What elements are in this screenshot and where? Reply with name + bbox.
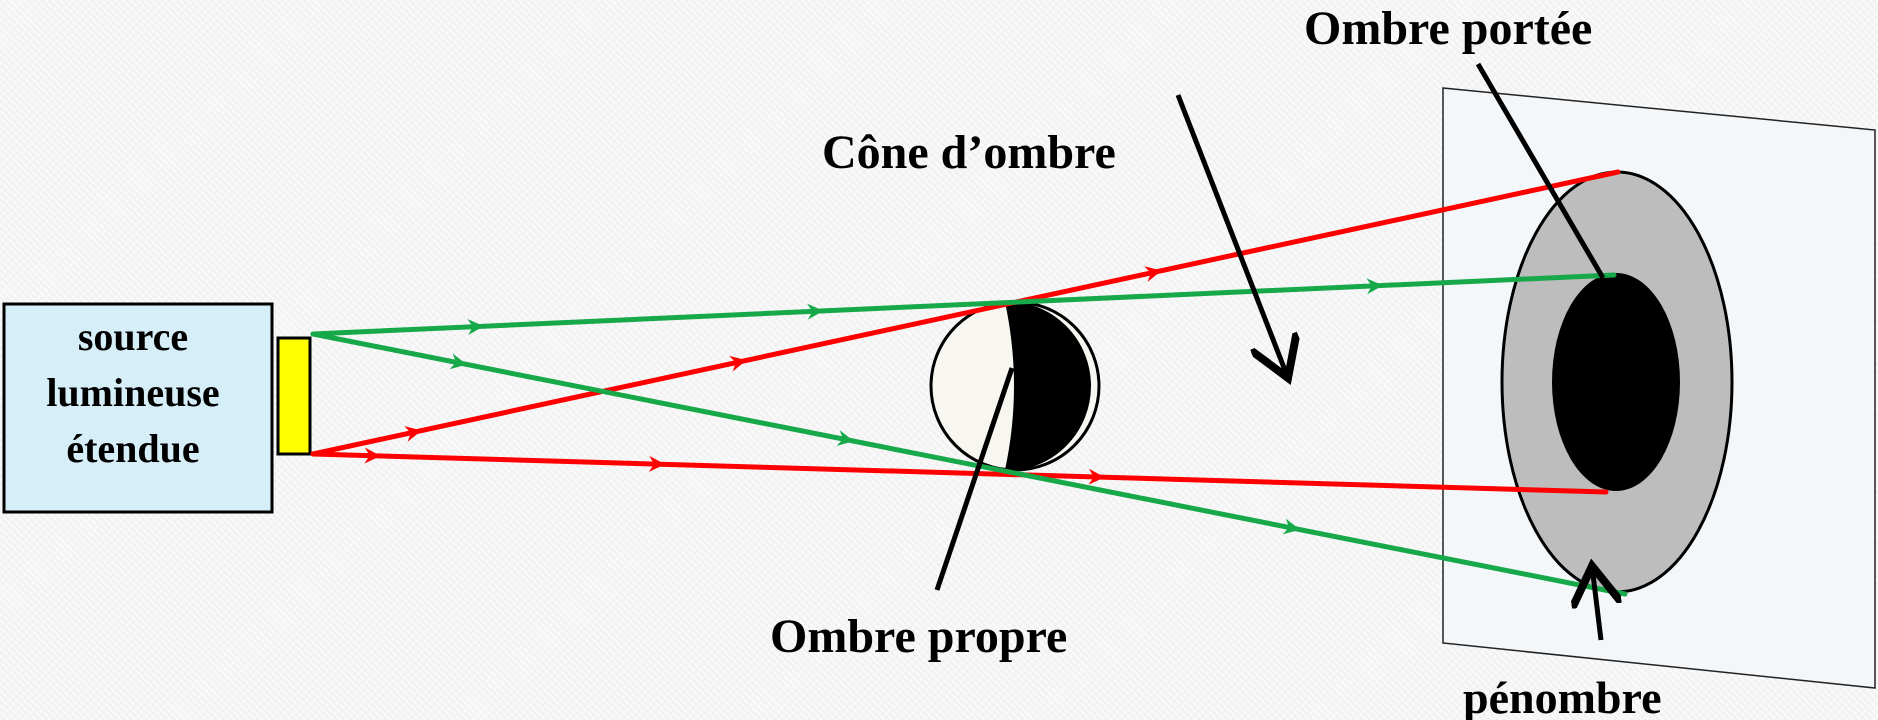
green-ray-lower-arrowhead [836,430,854,446]
green-ray-upper [310,272,1617,337]
own-shadow-label: Ombre propre [770,610,1067,663]
light-rays [310,169,1628,597]
penumbra-pointer-arrow [1592,566,1601,641]
opaque-object-own-shadow [1004,300,1091,472]
green-ray-lower-arrowhead [1282,518,1300,535]
red-ray-upper-arrowhead [404,426,422,442]
light-source-box [2,302,274,514]
cast-shadow-zone [1552,273,1680,491]
cast-shadow-label: Ombre portée [1304,2,1592,55]
cone-pointer-arrow [1175,94,1288,378]
red-ray-upper [310,169,1621,457]
red-ray-upper-arrowhead [729,355,747,372]
green-ray-lower-arrowhead [449,353,467,370]
source-label-line-2: lumineuse [46,370,219,415]
penumbra-label: pénombre [1463,672,1662,720]
red-ray-lower-arrowhead [1088,468,1105,485]
red-ray-lower [310,451,1609,495]
source-label-line-3: étendue [66,426,199,471]
red-ray-upper-arrowhead [1144,266,1162,282]
red-ray-lower-arrowhead [364,447,381,464]
green-ray-upper-arrowhead [467,318,484,335]
light-emitter [276,336,312,456]
green-ray-upper-arrowhead [1366,278,1383,295]
green-ray-upper-arrowhead [807,303,824,320]
green-ray-lower [310,331,1628,597]
cast-shadow-pointer-line [1475,62,1606,280]
cone-label: Cône d’ombre [822,126,1116,179]
source-label-line-1: source [78,314,188,359]
red-ray-lower-arrowhead [648,455,666,472]
own-shadow-pointer-line [934,367,1015,591]
